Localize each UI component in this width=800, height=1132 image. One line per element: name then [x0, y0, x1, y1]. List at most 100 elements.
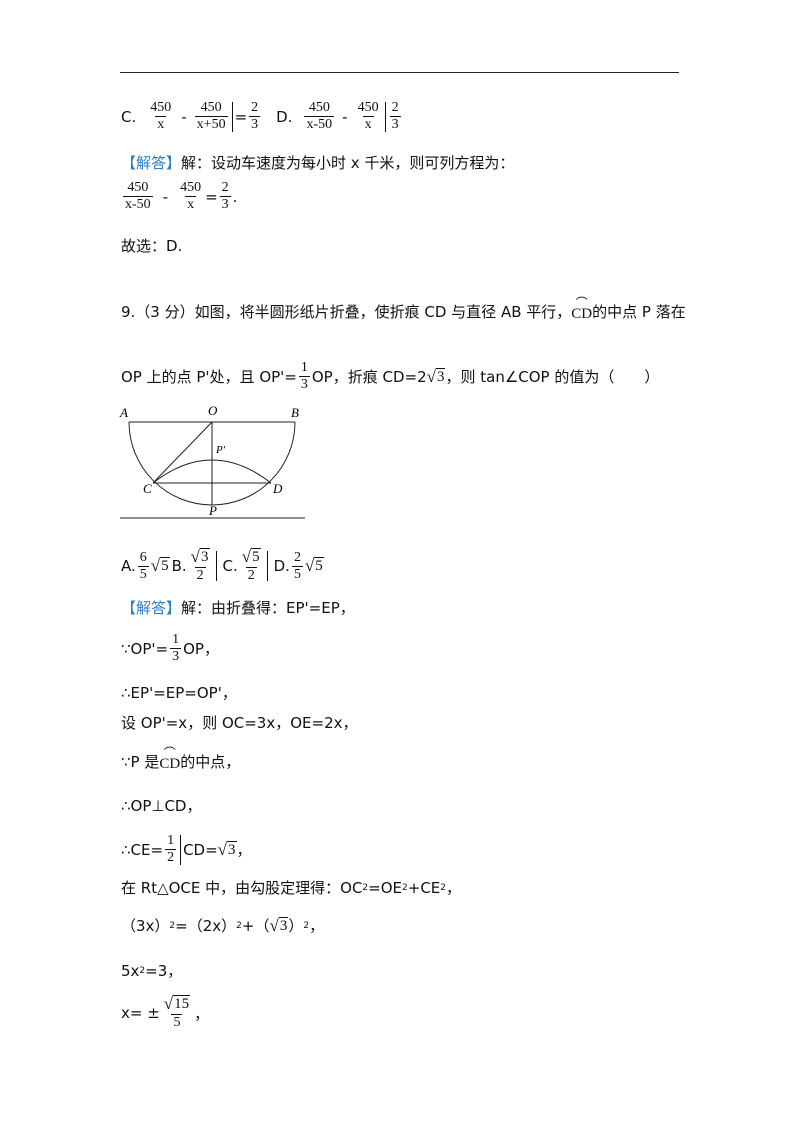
num: 2: [251, 100, 259, 115]
num: 2: [221, 180, 229, 195]
sol-text: ∴CE=: [121, 840, 164, 859]
sol-text: 设 OP'=x，则 OC=3x，OE=2x，: [121, 714, 358, 732]
semicircle-figure: A O B P' C D P: [119, 403, 305, 519]
q9-text-b: OP，折痕 CD=2: [311, 368, 427, 386]
solution-line-1: 【解答】 解：设动车速度为每小时 x 千米，则可列方程为：: [121, 152, 514, 173]
arc-label: CD: [159, 756, 181, 772]
radicand: 15: [173, 995, 191, 1012]
option-d-label: D.: [276, 107, 293, 126]
sol-text: +（: [241, 917, 270, 935]
sol-text: ，: [236, 841, 252, 859]
sol-text: ∴EP'=EP=OP'，: [121, 684, 237, 702]
top-rule: [120, 72, 679, 73]
label-a: A: [119, 405, 128, 420]
sol-text: 5x: [121, 961, 140, 980]
num: 1: [300, 360, 308, 375]
sol-text: ∴OP⊥CD，: [121, 797, 202, 815]
solution-tag: 【解答】: [121, 599, 182, 617]
den: 3: [170, 648, 182, 664]
crop-bar: [180, 834, 182, 865]
sol-text: 的中点，: [180, 753, 241, 771]
den: 2: [245, 567, 257, 583]
sqrt-5: √5: [151, 557, 170, 575]
sol-text: =3，: [145, 962, 183, 980]
superscript: 2: [139, 965, 146, 976]
sqrt-3: √3: [217, 839, 237, 859]
option-a-label: A.: [121, 557, 136, 575]
sol-text: ∵OP'=: [121, 639, 169, 658]
den: x-50: [304, 116, 335, 132]
crop-bar: [231, 101, 233, 132]
den: x: [362, 116, 374, 132]
sol-text: CD=: [183, 840, 218, 859]
sqrt-15: √15: [163, 994, 191, 1013]
solution-text: 解：设动车速度为每小时 x 千米，则可列方程为：: [181, 154, 515, 172]
minus-sign: -: [342, 107, 348, 126]
num: 2: [391, 100, 399, 115]
option-d-label: D.: [273, 557, 290, 575]
radical-icon: √: [163, 994, 174, 1013]
radical-icon: √: [426, 366, 436, 386]
sol-line-d: 设 OP'=x，则 OC=3x，OE=2x，: [121, 712, 358, 733]
sol-text: ∵P 是: [121, 753, 160, 771]
label-p: P: [208, 503, 217, 518]
sol-text: （3x）: [121, 917, 170, 935]
sol-line-e: ∵P 是 ⌒CD 的中点，: [121, 747, 241, 773]
num: √15: [162, 995, 192, 1014]
sol-text: ，: [446, 879, 462, 897]
period: .: [232, 187, 238, 206]
radical-icon: √: [217, 839, 228, 859]
sol-text: x= ±: [121, 1004, 160, 1022]
option-b-label: B.: [171, 557, 187, 575]
sqrt-5: √5: [242, 548, 261, 566]
q9-text-c: ，则 tan∠COP 的值为（ ）: [445, 368, 660, 386]
choose-line: 故选：D.: [121, 235, 182, 256]
radicand: 3: [435, 367, 446, 385]
minus-sign: -: [181, 107, 187, 126]
superscript: 2: [236, 920, 242, 931]
superscript: 2: [362, 882, 369, 893]
option-c-label: C.: [222, 557, 238, 575]
den: 3: [298, 376, 310, 392]
radicand: 3: [227, 840, 237, 858]
label-b: B: [291, 405, 299, 420]
sol-text: ）: [288, 917, 304, 935]
den: 2: [165, 849, 177, 865]
num: 6: [139, 549, 147, 565]
crop-bar: [266, 551, 268, 581]
arc-cd: ⌒CD: [571, 297, 592, 323]
radicand: 3: [200, 548, 210, 565]
superscript: 2: [402, 882, 408, 893]
den: 3: [249, 116, 261, 132]
label-p-prime: P': [215, 444, 226, 456]
radicand: 5: [314, 557, 324, 574]
sol-text: =（2x）: [175, 917, 237, 935]
den: x: [185, 196, 197, 212]
radical-icon: √: [150, 556, 161, 575]
den: 2: [194, 567, 206, 583]
q9-head-text: 9.（3 分）如图，将半圆形纸片折叠，使折痕 CD 与直径 AB 平行，: [121, 303, 572, 321]
arc-cd: ⌒CD: [159, 747, 181, 773]
superscript: 2: [440, 882, 447, 893]
sol-text: 在 Rt△OCE 中，由勾股定理得：OC: [121, 879, 363, 897]
sol-line-a: 【解答】 解：由折叠得：EP'=EP，: [121, 597, 355, 618]
sol-text: +CE: [407, 878, 441, 897]
